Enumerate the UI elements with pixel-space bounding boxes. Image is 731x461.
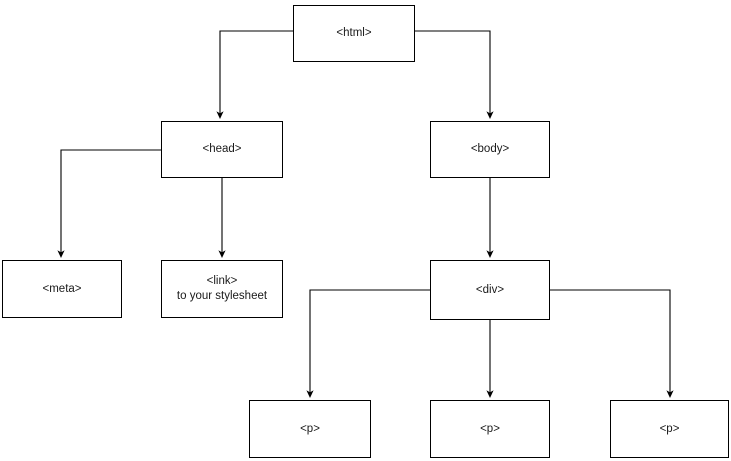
node-label-div: <div> (475, 283, 505, 296)
node-p3[interactable]: <p> (610, 400, 729, 458)
edge-div-p1 (306, 289, 430, 399)
node-head[interactable]: <head> (161, 121, 283, 178)
node-link[interactable]: <link> to your stylesheet (161, 260, 283, 318)
node-p2[interactable]: <p> (430, 400, 550, 458)
node-label-link: <link> to your stylesheet (176, 275, 268, 302)
node-html[interactable]: <html> (293, 5, 415, 62)
node-label-body: <body> (470, 143, 510, 155)
node-label-p2: <p> (480, 422, 500, 435)
node-p1[interactable]: <p> (249, 400, 371, 458)
edge-head-meta (57, 149, 161, 259)
node-meta[interactable]: <meta> (2, 260, 122, 318)
node-label-p1: <p> (300, 422, 320, 435)
edge-html-body (415, 30, 494, 120)
node-label-p3: <p> (659, 422, 680, 435)
node-label-meta: <meta> (42, 282, 82, 295)
node-body[interactable]: <body> (430, 121, 550, 178)
edge-html-head (216, 30, 293, 120)
node-label-html: <html> (336, 27, 372, 39)
node-div[interactable]: <div> (430, 260, 550, 320)
node-label-head: <head> (202, 143, 242, 155)
edge-div-p3 (550, 289, 674, 399)
